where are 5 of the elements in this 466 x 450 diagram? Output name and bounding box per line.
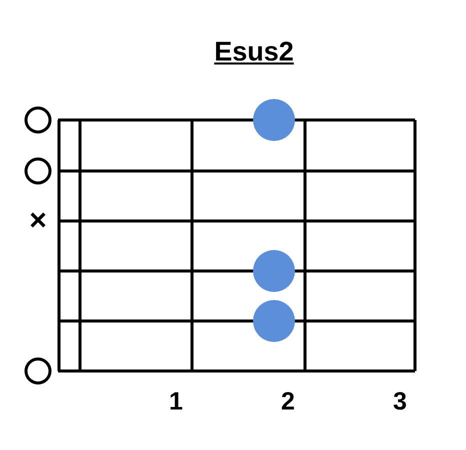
fret-number: 3 [393,390,407,414]
mute-mark: × [29,206,47,236]
chord-title: Esus2 [214,38,294,66]
fret-number: 2 [281,390,295,414]
fret-number: 1 [169,390,183,414]
